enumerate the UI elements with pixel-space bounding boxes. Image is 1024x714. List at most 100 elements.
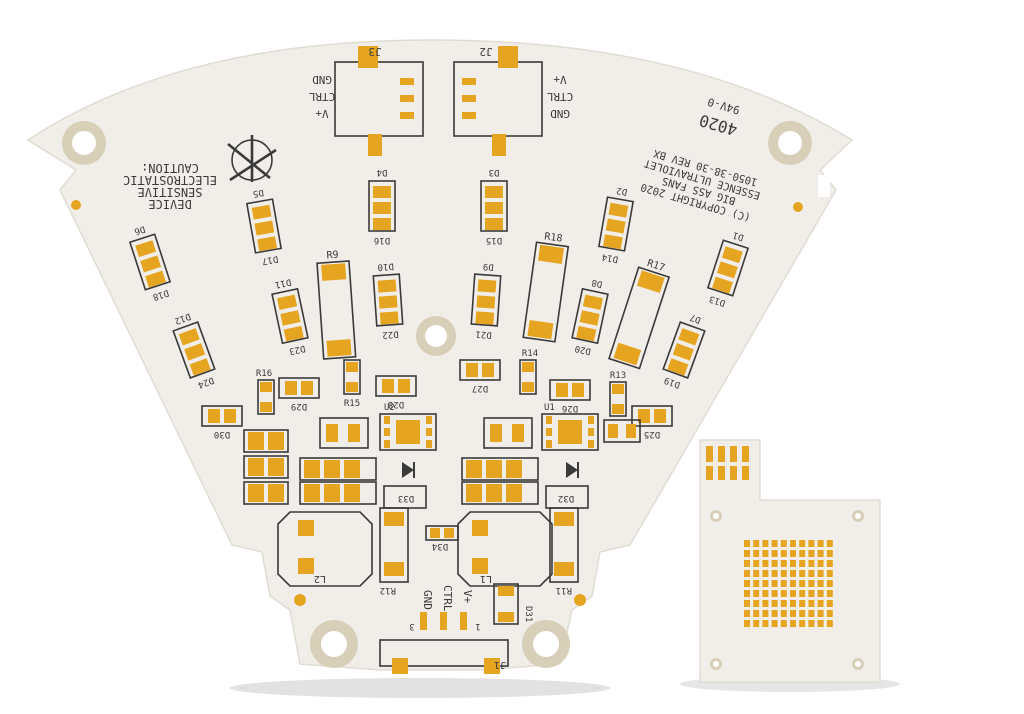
square-board: [699, 439, 881, 683]
connector-j2: J2 V+ CTRL GND: [453, 45, 573, 156]
grid-pad: [753, 540, 760, 547]
svg-text:L1: L1: [480, 573, 492, 584]
svg-text:D32: D32: [558, 493, 574, 503]
grid-pad: [790, 580, 796, 587]
grid-pad: [762, 540, 769, 547]
led-label: D25: [644, 429, 660, 439]
svg-text:SENSITIVE: SENSITIVE: [137, 185, 202, 199]
grid-pad: [762, 550, 769, 557]
caution-text: DEVICE SENSITIVE ELECTROSTATIC CAUTION:: [123, 161, 217, 211]
grid-pad: [799, 610, 806, 617]
diode-d34: D34: [425, 525, 459, 551]
grid-pad: [817, 560, 824, 567]
board-notch-left: [46, 175, 58, 197]
led-array: D1D13D2D14D3D15D4D16D5D17D6D18D7D19D8D20…: [128, 167, 750, 439]
grid-pad: [808, 540, 815, 547]
grid-pad: [771, 580, 778, 587]
led-label: D13: [708, 293, 727, 308]
grid-pad: [790, 600, 796, 607]
led-label: D22: [382, 328, 399, 339]
grid-pad: [762, 610, 769, 617]
grid-pad: [780, 570, 787, 577]
svg-text:D33: D33: [398, 493, 414, 503]
grid-pad: [744, 590, 750, 597]
grid-pad: [771, 610, 778, 617]
inductor-l1: L1: [457, 511, 553, 587]
grid-pad: [826, 590, 833, 597]
grid-pad: [753, 610, 760, 617]
grid-pad: [780, 580, 787, 587]
led-label: D26: [562, 403, 578, 413]
grid-pad: [799, 570, 806, 577]
fiducial-bottom-left: [294, 594, 306, 606]
grid-pad: [817, 600, 824, 607]
resistor-r18: R18: [522, 231, 570, 343]
connector-j1: 3 1 J1 GND CTRL V+: [379, 585, 509, 674]
svg-text:GND: GND: [421, 590, 434, 610]
grid-pad: [826, 550, 833, 557]
esd-warning-icon: [227, 135, 277, 182]
svg-text:ELECTROSTATIC: ELECTROSTATIC: [123, 173, 217, 187]
grid-pad: [799, 550, 806, 557]
svg-text:U2: U2: [384, 403, 395, 413]
grid-pad: [771, 560, 778, 567]
square-board-edge-pads: [706, 446, 749, 480]
mounting-hole-bottom-left: [310, 620, 358, 668]
grid-pad: [808, 600, 815, 607]
led-label: D4: [377, 167, 388, 177]
grid-pad: [771, 550, 778, 557]
fiducial-left: [71, 200, 81, 210]
svg-text:DEVICE: DEVICE: [148, 197, 191, 211]
svg-text:L2: L2: [314, 573, 326, 584]
led-label: D15: [486, 235, 502, 245]
led-label: D23: [288, 343, 306, 356]
svg-text:R17: R17: [646, 258, 667, 274]
grid-pad: [753, 560, 760, 567]
svg-text:V+: V+: [461, 590, 474, 604]
led-label: D18: [151, 287, 170, 302]
svg-text:U1: U1: [544, 403, 555, 413]
led-label: D20: [574, 343, 592, 356]
led-d29: D29: [278, 377, 320, 411]
grid-pad: [744, 550, 750, 557]
grid-pad: [808, 570, 815, 577]
grid-pad: [790, 610, 796, 617]
grid-pad: [808, 620, 815, 627]
grid-pad: [817, 580, 824, 587]
ic-u2: U2: [379, 403, 437, 451]
grid-pad: [826, 610, 833, 617]
mounting-hole-top-left: [62, 121, 106, 165]
led-label: D16: [374, 235, 390, 245]
grid-pad: [790, 620, 796, 627]
grid-pad: [817, 570, 824, 577]
grid-pad: [753, 590, 760, 597]
svg-text:CTRL: CTRL: [546, 90, 573, 103]
led-label: D3: [489, 167, 500, 177]
led-label: D1: [732, 229, 745, 242]
grid-pad: [817, 620, 824, 627]
led-label: D14: [601, 251, 619, 264]
grid-pad: [780, 600, 787, 607]
grid-pad: [808, 550, 815, 557]
mounting-hole-bottom-right: [522, 620, 570, 668]
square-board-led-grid: [744, 540, 833, 627]
grid-pad: [826, 600, 833, 607]
svg-text:J3: J3: [368, 45, 381, 58]
resistor-r14: R14: [519, 349, 538, 395]
grid-pad: [799, 560, 806, 567]
fan-board: DEVICE SENSITIVE ELECTROSTATIC CAUTION: …: [26, 39, 854, 674]
grid-pad: [817, 590, 824, 597]
grid-pad: [826, 580, 833, 587]
led-label: D27: [472, 383, 488, 393]
grid-pad: [744, 610, 750, 617]
grid-pad: [780, 620, 787, 627]
led-label: D30: [214, 429, 230, 439]
